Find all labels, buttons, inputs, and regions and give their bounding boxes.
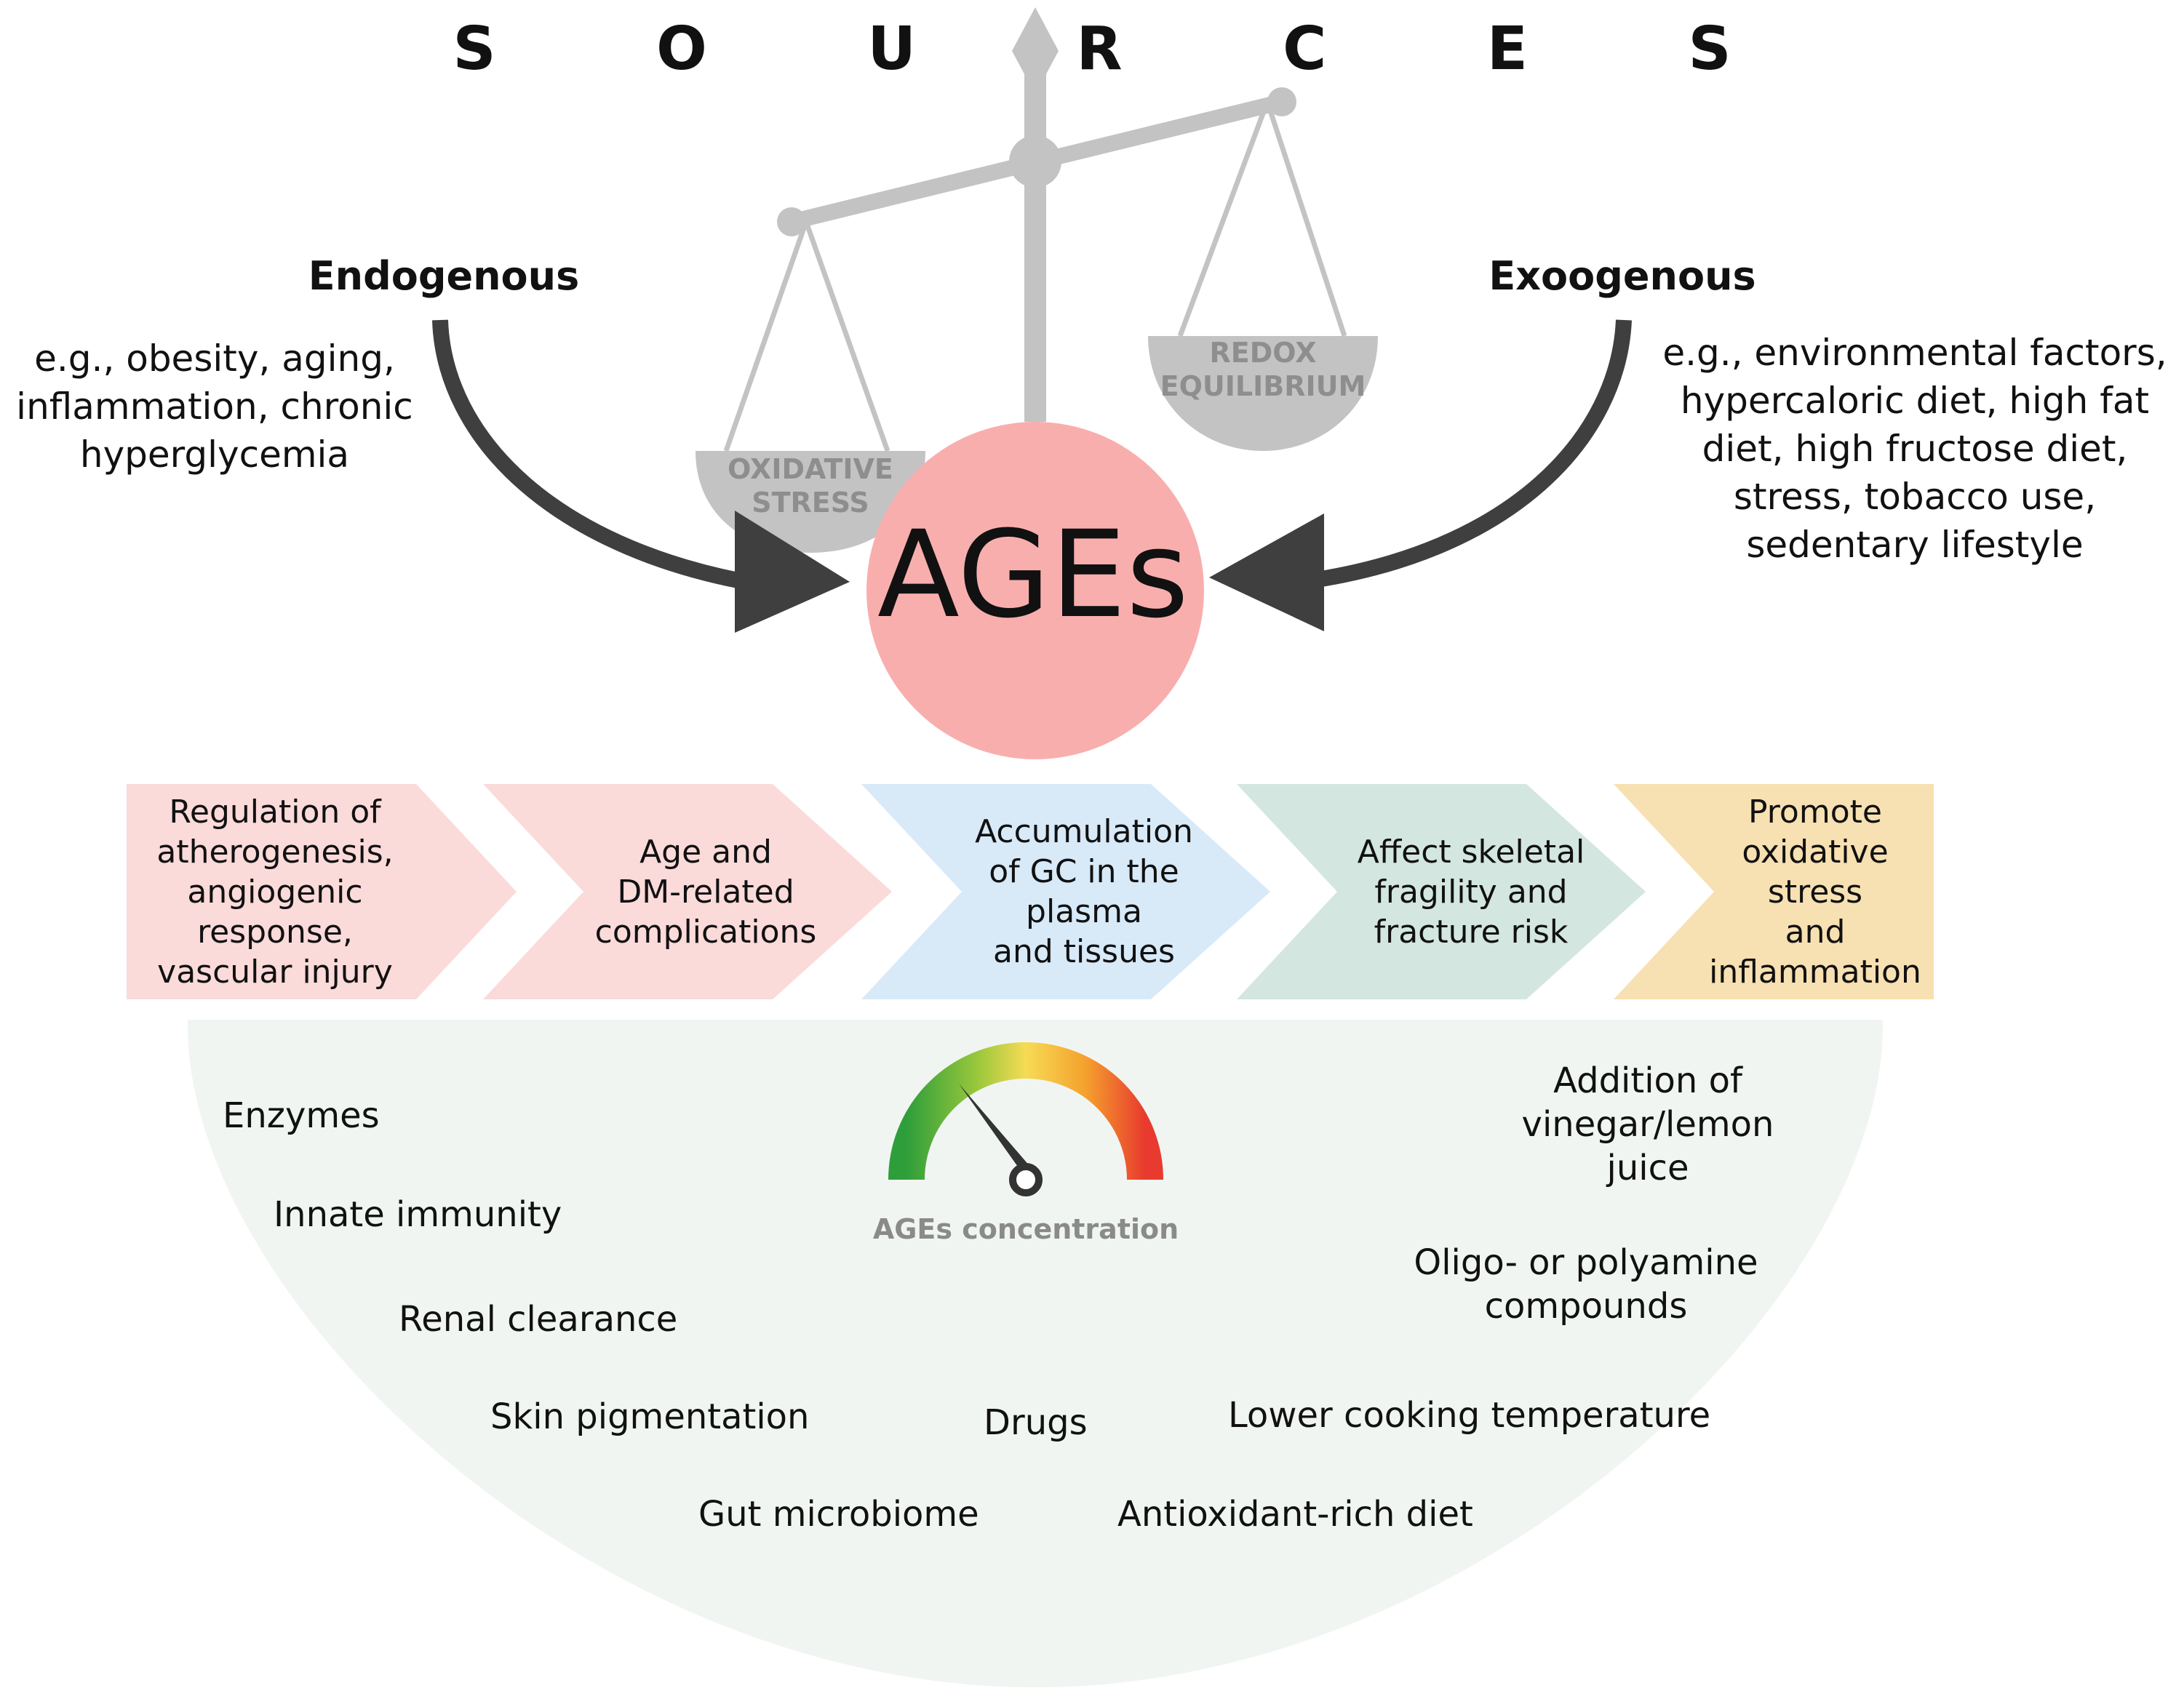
effect-line: Accumulation bbox=[975, 813, 1193, 850]
effect-line: and tissues bbox=[993, 933, 1175, 970]
redox-equilibrium-label: REDOX EQUILIBRIUM bbox=[1148, 336, 1378, 403]
pan-label-line: STRESS bbox=[752, 487, 869, 519]
factor-enzymes: Enzymes bbox=[223, 1095, 380, 1136]
factors-bowl bbox=[188, 1020, 1883, 1687]
factor-line: Addition of bbox=[1553, 1060, 1742, 1101]
effect-text-3: Accumulation of GC in the plasma and tis… bbox=[946, 787, 1222, 996]
exogenous-arrow bbox=[1301, 319, 1632, 590]
effect-line: DM-related bbox=[617, 873, 794, 911]
effect-line: inflammation bbox=[1709, 953, 1921, 991]
scale-pivot bbox=[1009, 135, 1061, 188]
factor-lower-cooking-temperature: Lower cooking temperature bbox=[1228, 1395, 1711, 1436]
factor-skin-pigmentation: Skin pigmentation bbox=[490, 1396, 810, 1437]
exogenous-description: e.g., environmental factors, hypercalori… bbox=[1646, 329, 2184, 569]
gauge-arc bbox=[888, 1042, 1163, 1180]
effect-line: Regulation of bbox=[169, 793, 381, 831]
effect-line: fracture risk bbox=[1374, 913, 1569, 951]
effect-line: angiogenic bbox=[187, 873, 363, 911]
pan-label-line: OXIDATIVE bbox=[728, 453, 893, 485]
effect-line: Promote bbox=[1748, 793, 1882, 831]
effect-line: of GC in the bbox=[989, 853, 1179, 890]
endogenous-description: e.g., obesity, aging, inflammation, chro… bbox=[0, 335, 429, 479]
effect-text-4: Affect skeletal fragility and fracture r… bbox=[1318, 787, 1624, 996]
chevron-3 bbox=[861, 784, 1270, 999]
right-pan bbox=[1148, 336, 1378, 451]
effect-chevrons bbox=[127, 784, 1934, 999]
ages-gauge bbox=[888, 1042, 1163, 1196]
source-arrows bbox=[432, 319, 1632, 633]
exogenous-line: stress, tobacco use, bbox=[1733, 476, 2097, 518]
factor-renal-clearance: Renal clearance bbox=[399, 1299, 678, 1340]
factor-polyamine-compounds: Oligo- or polyamine compounds bbox=[1397, 1241, 1775, 1328]
factor-line: juice bbox=[1606, 1148, 1689, 1188]
effect-line: Age and bbox=[639, 833, 772, 871]
sources-title: S O U R C E S bbox=[453, 15, 1801, 84]
chevron-1 bbox=[127, 784, 517, 999]
endogenous-heading: Endogenous bbox=[308, 253, 580, 299]
endogenous-arrowhead bbox=[735, 511, 850, 633]
effect-line: fragility and bbox=[1374, 873, 1568, 911]
effect-line: vascular injury bbox=[157, 953, 393, 991]
factor-drugs: Drugs bbox=[984, 1402, 1088, 1443]
pan-label-line: EQUILIBRIUM bbox=[1160, 370, 1366, 402]
scale-right-end bbox=[1267, 87, 1296, 116]
ages-circle bbox=[866, 422, 1204, 759]
chevron-2 bbox=[483, 784, 892, 999]
factor-gut-microbiome: Gut microbiome bbox=[698, 1494, 979, 1535]
gauge-label: AGEs concentration bbox=[872, 1213, 1179, 1245]
factor-innate-immunity: Innate immunity bbox=[274, 1194, 562, 1235]
endogenous-arrow bbox=[432, 319, 773, 594]
effect-line: and bbox=[1785, 913, 1846, 951]
effect-text-1: Regulation of atherogenesis, angiogenic … bbox=[129, 787, 421, 996]
effect-line: complications bbox=[594, 913, 817, 951]
factor-line: vinegar/lemon bbox=[1521, 1104, 1774, 1145]
effect-text-5: Promote oxidative stress and inflammatio… bbox=[1695, 787, 1935, 996]
gauge-hub bbox=[1009, 1163, 1043, 1196]
ages-label: AGEs bbox=[877, 505, 1189, 644]
scale-post bbox=[1024, 44, 1046, 422]
factor-antioxidant-diet: Antioxidant-rich diet bbox=[1117, 1494, 1473, 1535]
exogenous-line: e.g., environmental factors, bbox=[1662, 332, 2167, 374]
oxidative-stress-label: OXIDATIVE STRESS bbox=[696, 452, 925, 519]
effect-line: atherogenesis, bbox=[156, 833, 394, 871]
effect-text-2: Age and DM-related complications bbox=[567, 787, 844, 996]
endogenous-line: hyperglycemia bbox=[79, 433, 350, 476]
endogenous-line: e.g., obesity, aging, bbox=[34, 337, 395, 380]
factor-line: Oligo- or polyamine bbox=[1414, 1242, 1758, 1283]
effect-line: response, bbox=[197, 913, 353, 951]
factor-vinegar-lemon: Addition of vinegar/lemon juice bbox=[1499, 1059, 1797, 1190]
scale-left-end bbox=[777, 207, 806, 236]
exogenous-arrowhead bbox=[1209, 513, 1324, 631]
effect-line: Affect skeletal bbox=[1357, 833, 1585, 871]
effect-line: oxidative stress bbox=[1742, 833, 1889, 911]
exogenous-line: diet, high fructose diet, bbox=[1702, 428, 2128, 470]
exogenous-line: sedentary lifestyle bbox=[1746, 524, 2084, 566]
effect-line: plasma bbox=[1026, 893, 1142, 930]
pan-label-line: REDOX bbox=[1209, 337, 1317, 369]
exogenous-line: hypercaloric diet, high fat bbox=[1680, 380, 2150, 422]
chevron-4 bbox=[1237, 784, 1646, 999]
exogenous-heading: Exoogenous bbox=[1488, 253, 1756, 299]
factor-line: compounds bbox=[1484, 1286, 1688, 1327]
endogenous-line: inflammation, chronic bbox=[16, 385, 413, 428]
chevron-5 bbox=[1614, 784, 1934, 999]
gauge-needle bbox=[959, 1084, 1039, 1184]
